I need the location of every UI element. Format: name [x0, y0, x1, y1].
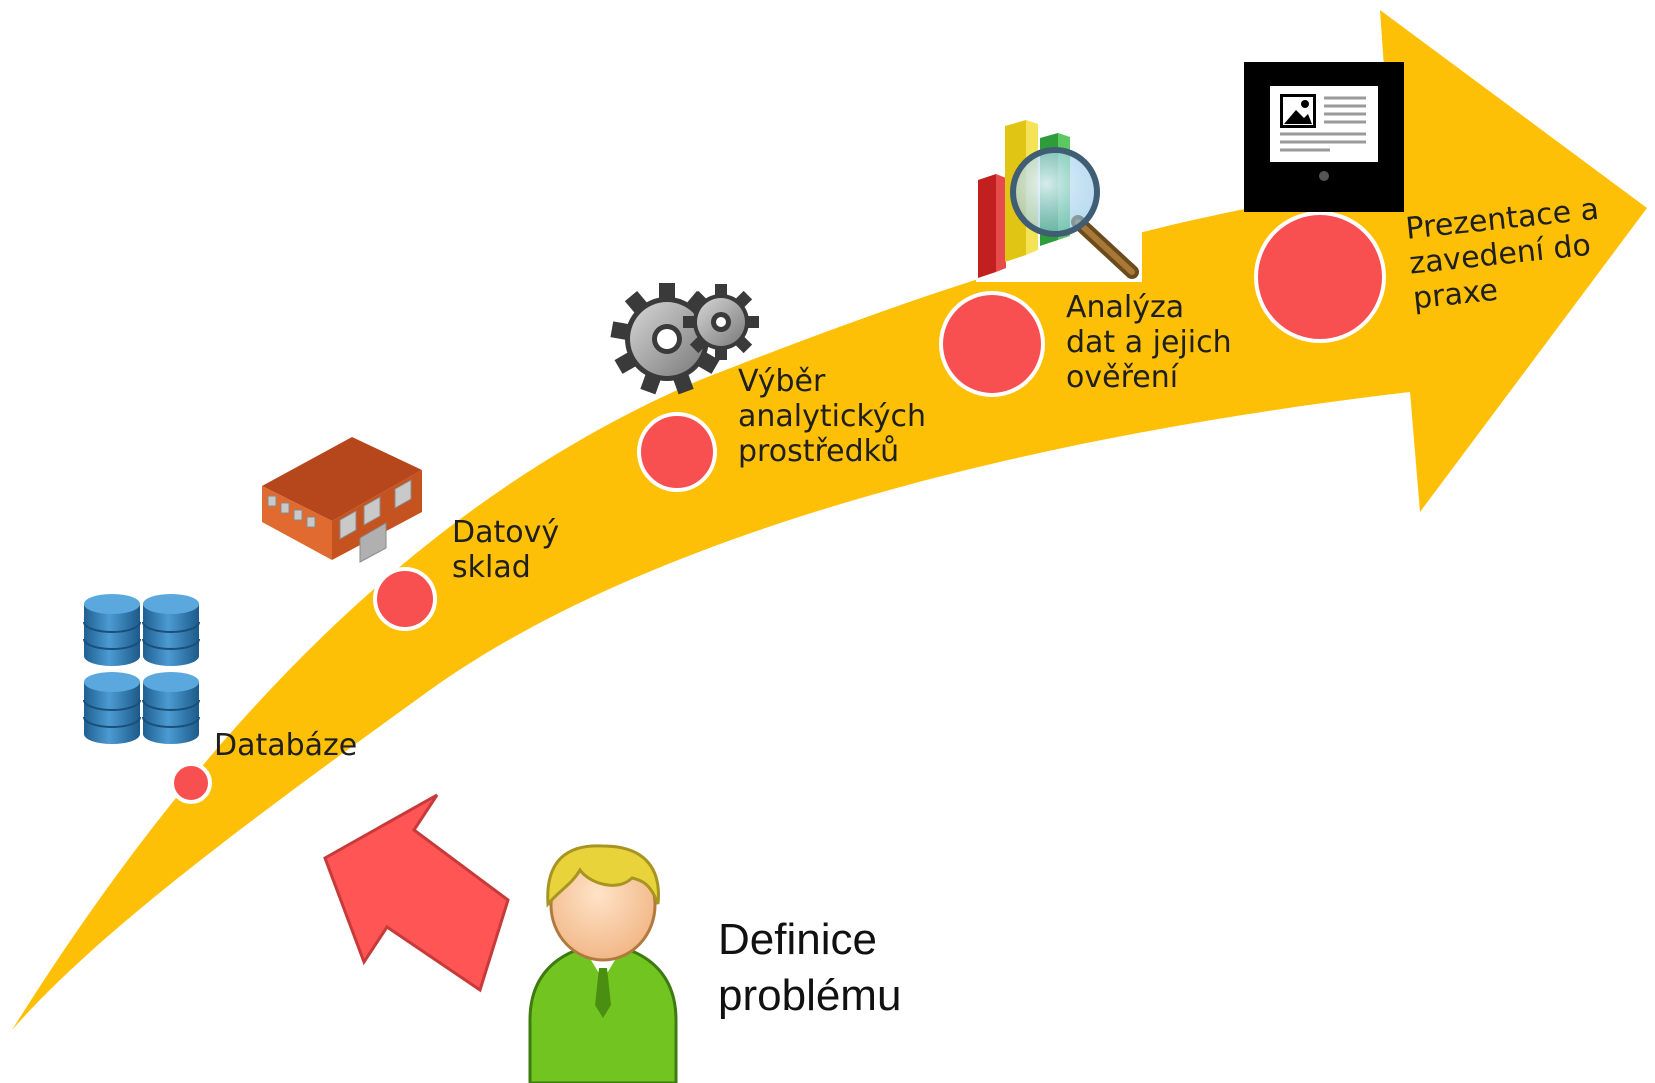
label-databaze: Databáze — [214, 728, 357, 763]
label-vyber: Výběr analytických prostředků — [738, 364, 926, 469]
step-node-analyza — [939, 291, 1045, 397]
label-datovy-sklad-line-2: sklad — [452, 550, 531, 585]
label-databaze-line-1: Databáze — [214, 728, 358, 763]
label-datovy-sklad-line-1: Datový — [452, 515, 560, 550]
step-nodes — [170, 211, 1386, 804]
definition-line-1: Definice — [718, 915, 877, 964]
label-vyber-line-1: Výběr — [738, 364, 826, 399]
definition-label: Definice problému — [718, 912, 901, 1024]
step-node-prezentace — [1254, 211, 1386, 343]
presentation-icon — [1244, 62, 1404, 212]
label-analyza-line-2: dat a jejich — [1066, 325, 1232, 360]
chart-magnifier-icon — [976, 116, 1142, 282]
label-vyber-line-3: prostředků — [738, 434, 900, 469]
label-analyza-line-1: Analýza — [1066, 290, 1185, 325]
person-icon — [528, 844, 678, 1083]
step-node-vyber — [637, 412, 717, 492]
step-node-datovy-sklad — [373, 567, 437, 631]
main-process-arrow — [12, 10, 1647, 1030]
database-icon — [83, 594, 200, 744]
gears-icon — [610, 283, 759, 395]
warehouse-icon — [262, 437, 422, 563]
step-node-databaze — [170, 762, 212, 804]
label-prezentace: Prezentace a zavedení do praxe — [1404, 192, 1608, 317]
label-analyza-line-3: ověření — [1066, 360, 1179, 395]
label-analyza: Analýza dat a jejich ověření — [1066, 290, 1232, 395]
label-datovy-sklad: Datový sklad — [452, 515, 559, 585]
pointer-arrow — [323, 793, 510, 993]
definition-line-2: problému — [718, 971, 902, 1020]
label-vyber-line-2: analytických — [738, 399, 927, 434]
